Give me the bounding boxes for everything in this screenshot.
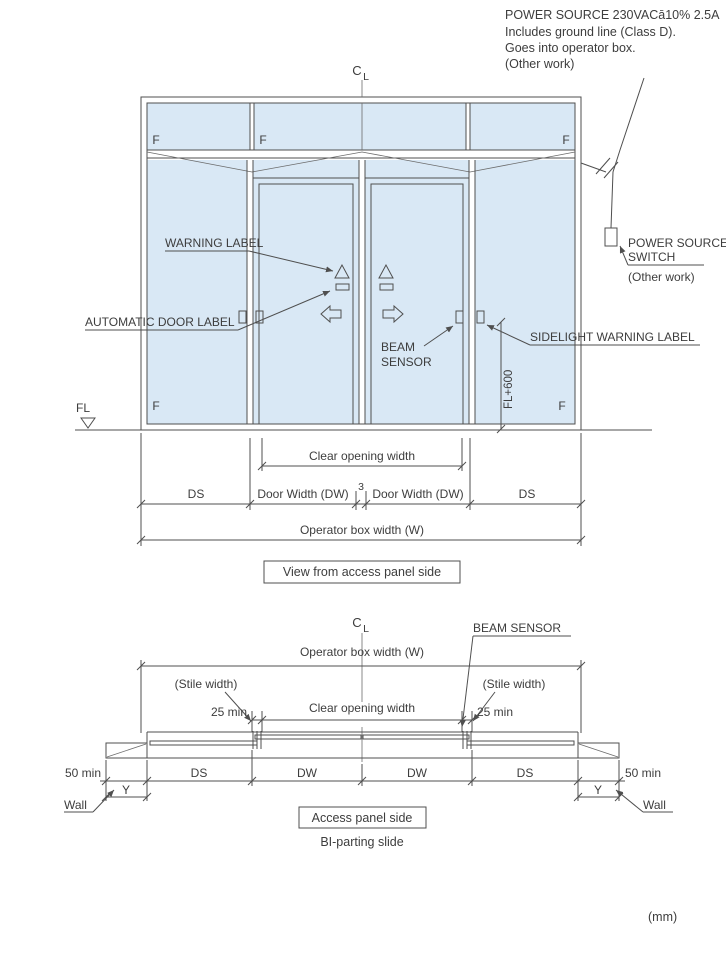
plan-ds-left-label: DS — [191, 766, 208, 780]
door-gap-dim-label: 3 — [358, 481, 364, 493]
plan-door-right — [362, 734, 470, 740]
beam-sensor-label-line1: BEAM — [381, 340, 415, 354]
plan-dw-left-label: DW — [297, 766, 318, 780]
plan-ds-right-label: DS — [517, 766, 534, 780]
slide-direction-arrow-right-icon — [382, 304, 404, 324]
elevation-caption-text: View from access panel side — [283, 565, 441, 579]
stile-width-right-label: (Stile width) — [483, 677, 546, 691]
min50-right-label: 50 min — [625, 766, 661, 780]
plan-caption-box — [298, 806, 427, 829]
plan-centerline-c: C — [352, 615, 361, 630]
min25-right-label: 25 min — [477, 705, 513, 719]
beam-sensor-left-inner — [255, 310, 264, 324]
beam-sensor-right-inner — [455, 310, 464, 324]
min25-left-label: 25 min — [211, 705, 247, 719]
fl-plus-600-label: FL+600 — [503, 370, 515, 409]
units-label: (mm) — [648, 910, 677, 924]
power-switch-label-line3: (Other work) — [628, 270, 695, 284]
plan-dimensions — [64, 635, 673, 829]
plan-subtitle-text: BI-parting slide — [320, 835, 403, 849]
ds-left-dim-label: DS — [188, 487, 205, 501]
warning-triangle-left — [334, 263, 350, 279]
plan-caption-text: Access panel side — [312, 811, 413, 825]
beam-sensor-right-outer — [476, 310, 485, 324]
floor-level-label: FL — [76, 401, 90, 415]
elevation-centerline-l: L — [363, 71, 369, 83]
plan-sidelight-left — [149, 740, 258, 746]
plan-dw-right-label: DW — [407, 766, 428, 780]
transom-glass — [147, 103, 575, 150]
elevation-view: C L F F F WARNING LABEL AUTOMATIC DOOR L… — [75, 63, 726, 584]
fixed-glass-label-1: F — [152, 133, 159, 147]
y-right-label: Y — [594, 783, 602, 797]
y-left-label: Y — [122, 783, 130, 797]
fixed-glass-label-3: F — [562, 133, 569, 147]
power-switch-label-line1: POWER SOURCE — [628, 236, 726, 250]
warning-triangle-right — [378, 263, 394, 279]
ds-right-dim-label: DS — [519, 487, 536, 501]
wall-left-label: Wall — [64, 798, 87, 812]
automatic-door-label-text: AUTOMATIC DOOR LABEL — [85, 315, 235, 329]
slide-direction-arrow-left-icon — [320, 304, 342, 324]
power-note: POWER SOURCE 230VACā10% 2.5A Includes gr… — [505, 8, 720, 71]
plan-door-left — [254, 734, 362, 740]
door-stickers — [238, 263, 485, 324]
sidelight-warning-label-text: SIDELIGHT WARNING LABEL — [530, 330, 695, 344]
plan-beam-sensor-label: BEAM SENSOR — [473, 621, 561, 635]
plan-centerline-l: L — [363, 623, 369, 635]
door-width-right-dim-label: Door Width (DW) — [372, 487, 463, 501]
plan-drawing — [105, 633, 620, 762]
wall-right-label: Wall — [643, 798, 666, 812]
operator-box-width-label: Operator box width (W) — [300, 523, 424, 537]
elevation-dimensions — [136, 433, 586, 584]
fixed-glass-label-4: F — [152, 399, 159, 413]
label-sticker-right — [379, 283, 394, 291]
elevation-frame — [75, 80, 652, 431]
beam-sensor-left-outer — [238, 310, 247, 324]
power-note-line4: (Other work) — [505, 57, 574, 71]
power-note-line2: Includes ground line (Class D). — [505, 25, 676, 39]
elevation-centerline-c: C — [352, 63, 361, 78]
beam-sensor-label-line2: SENSOR — [381, 355, 432, 369]
plan-sidelight-right — [466, 740, 575, 746]
power-note-line1: POWER SOURCE 230VACā10% 2.5A — [505, 8, 720, 22]
warning-label-text: WARNING LABEL — [165, 236, 264, 250]
floor-level-symbol — [80, 417, 96, 429]
clear-opening-width-label: Clear opening width — [309, 449, 415, 463]
min50-left-label: 50 min — [65, 766, 101, 780]
power-switch-label-line2: SWITCH — [628, 250, 675, 264]
elevation-caption-box — [263, 560, 461, 584]
power-switch — [604, 227, 618, 247]
power-wiring — [580, 77, 704, 266]
fixed-glass-label-2: F — [259, 133, 266, 147]
door-width-left-dim-label: Door Width (DW) — [257, 487, 348, 501]
plan-operator-box-width-label: Operator box width (W) — [300, 645, 424, 659]
label-sticker-left — [335, 283, 350, 291]
elevation-leaders — [85, 250, 700, 434]
stile-width-left-label: (Stile width) — [175, 677, 238, 691]
plan-clear-opening-width-label: Clear opening width — [309, 701, 415, 715]
plan-view: C L BEAM SENSOR Operator box width (W) (… — [64, 615, 673, 849]
glazing-marks — [146, 151, 576, 173]
power-note-line3: Goes into operator box. — [505, 41, 636, 55]
fixed-glass-label-5: F — [558, 399, 565, 413]
